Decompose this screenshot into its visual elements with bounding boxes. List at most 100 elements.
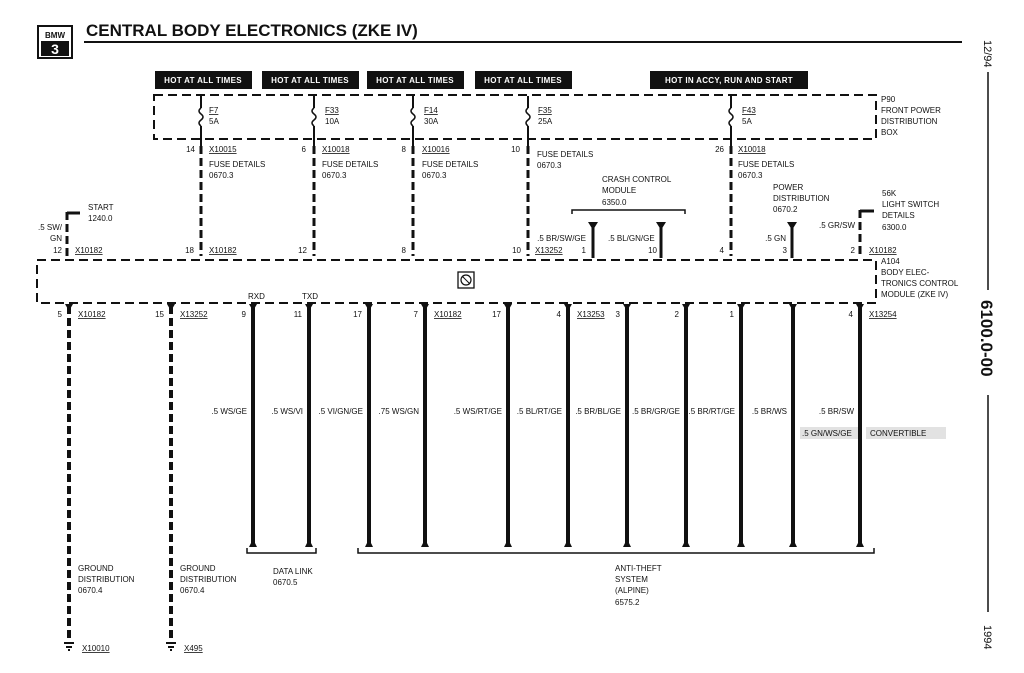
fuse-amps: 10A	[325, 117, 340, 126]
bottom-wire: 11.5 WS/VI	[271, 304, 313, 547]
svg-text:FRONT POWER: FRONT POWER	[881, 106, 941, 115]
start-wire2: GN	[50, 234, 62, 243]
fuse-amps: 30A	[424, 117, 439, 126]
terminal-arrow	[504, 539, 512, 547]
start-ref: 1240.0	[88, 214, 113, 223]
side-margin: 12/94 6100.0-00 1994	[977, 40, 996, 649]
start-label: START	[88, 203, 114, 212]
page-title: CENTRAL BODY ELECTRONICS (ZKE IV)	[86, 21, 418, 40]
terminal-arrow	[365, 539, 373, 547]
fuse-details-ref: 0670.3	[422, 171, 447, 180]
svg-text:ANTI-THEFT: ANTI-THEFT	[615, 564, 662, 573]
svg-text:6350.0: 6350.0	[602, 198, 627, 207]
svg-text:(ALPINE): (ALPINE)	[615, 586, 649, 595]
bottom-wire: 4 X13253 .5 BL/RT/GE	[517, 304, 605, 547]
svg-text:0670.2: 0670.2	[773, 205, 798, 214]
bottom-wire: 17 .5 WS/RT/GE	[454, 304, 512, 547]
svg-text:0670.5: 0670.5	[273, 578, 298, 587]
bottom-wire: 2.5 BR/GR/GE	[632, 304, 690, 547]
bottom-pin: 5	[58, 310, 63, 319]
bottom-pin: 3	[616, 310, 621, 319]
bottom-connector: X13253	[577, 310, 605, 319]
bottom-connector: X10182	[434, 310, 462, 319]
power-header-2: HOT AT ALL TIMES	[271, 76, 349, 85]
wire-color-label: .5 WS/RT/GE	[454, 407, 502, 416]
fuse-connector: X10018	[322, 145, 350, 154]
wire-color-label: .75 WS/GN	[379, 407, 420, 416]
fuse-wires	[199, 146, 733, 256]
pin-arrow	[623, 304, 631, 311]
bmw-logo: BMW 3	[37, 25, 73, 59]
side-year: 1994	[981, 625, 993, 649]
wire-color-label: .5 VI/GN/GE	[319, 407, 363, 416]
fuse-f43: F43 5A 26 X10018 FUSE DETAILS 0670.3	[715, 96, 794, 180]
fuse-details-ref: 0670.3	[537, 161, 562, 170]
pin-arrow	[421, 304, 429, 311]
svg-text:8: 8	[402, 246, 407, 255]
fuse-box-outline	[153, 94, 877, 140]
wire-color-label: .5 WS/GE	[211, 407, 247, 416]
power-header-5: HOT IN ACCY, RUN AND START	[665, 76, 793, 85]
logo-top-text: BMW	[45, 31, 65, 40]
fuse-details: FUSE DETAILS	[738, 160, 794, 169]
start-wire1: .5 SW/	[38, 223, 63, 232]
convertible-note: .5 GN/WS/GE CONVERTIBLE	[800, 427, 946, 439]
svg-text:GROUND: GROUND	[78, 564, 114, 573]
bottom-wire: 17 .5 VI/GN/GE	[319, 304, 373, 547]
bottom-pin: 4	[557, 310, 562, 319]
start-input: START 1240.0 .5 SW/ GN 12 X10182	[38, 203, 114, 260]
anti-theft-label: ANTI-THEFT SYSTEM (ALPINE) 6575.2	[615, 564, 662, 607]
power-header-3: HOT AT ALL TIMES	[376, 76, 454, 85]
txd-label: TXD	[302, 292, 318, 301]
svg-text:3: 3	[783, 246, 788, 255]
fuse-pin: 14	[186, 145, 195, 154]
svg-text:X10182: X10182	[869, 246, 897, 255]
start-pin: 12	[53, 246, 62, 255]
svg-text:6300.0: 6300.0	[882, 223, 907, 232]
fuse-f14: F14 30A 8 X10016 FUSE DETAILS 0670.3	[402, 96, 478, 180]
bottom-pin: 17	[353, 310, 362, 319]
wire-color-label: .5 WS/VI	[271, 407, 303, 416]
pin-arrow	[249, 304, 257, 311]
rxd-label: RXD	[248, 292, 265, 301]
convertible-label: CONVERTIBLE	[870, 429, 926, 438]
wire-color-label: .5 BL/RT/GE	[517, 407, 562, 416]
module-a104-outline	[36, 259, 877, 304]
pin-arrow	[564, 304, 572, 311]
bottom-connector: X13252	[180, 310, 208, 319]
svg-text:A104: A104	[881, 257, 900, 266]
svg-text:X10010: X10010	[82, 644, 110, 653]
bottom-connector: X13254	[869, 310, 897, 319]
svg-text:POWER: POWER	[773, 183, 803, 192]
fuse-pin: 6	[302, 145, 307, 154]
power-header-1: HOT AT ALL TIMES	[164, 76, 242, 85]
pin-arrow	[65, 304, 73, 311]
svg-text:DETAILS: DETAILS	[882, 211, 915, 220]
fuse-details-ref: 0670.3	[209, 171, 234, 180]
fuse-f33: F33 10A 6 X10018 FUSE DETAILS 0670.3	[302, 96, 378, 180]
svg-text:TRONICS CONTROL: TRONICS CONTROL	[881, 279, 959, 288]
bottom-pin: 17	[492, 310, 501, 319]
pin-arrow	[504, 304, 512, 311]
wire-color-label: .5 BR/RT/GE	[688, 407, 735, 416]
crash-wire-a: .5 BR/SW/GE	[537, 234, 586, 243]
svg-text:BOX: BOX	[881, 128, 899, 137]
fuse-name: F35	[538, 106, 552, 115]
terminal-arrow	[856, 539, 864, 547]
fuse-details: FUSE DETAILS	[537, 150, 593, 159]
svg-text:4: 4	[720, 246, 725, 255]
bottom-wire: 1.5 BR/RT/GE	[688, 304, 745, 547]
bottom-wire: 3.5 BR/BL/GE	[575, 304, 631, 547]
svg-text:6575.2: 6575.2	[615, 598, 640, 607]
bottom-pin: 4	[849, 310, 854, 319]
svg-text:DISTRIBUTION: DISTRIBUTION	[773, 194, 830, 203]
svg-text:DATA LINK: DATA LINK	[273, 567, 313, 576]
svg-text:DISTRIBUTION: DISTRIBUTION	[180, 575, 237, 584]
svg-text:X10182: X10182	[209, 246, 237, 255]
convertible-wire: .5 GN/WS/GE	[802, 429, 852, 438]
